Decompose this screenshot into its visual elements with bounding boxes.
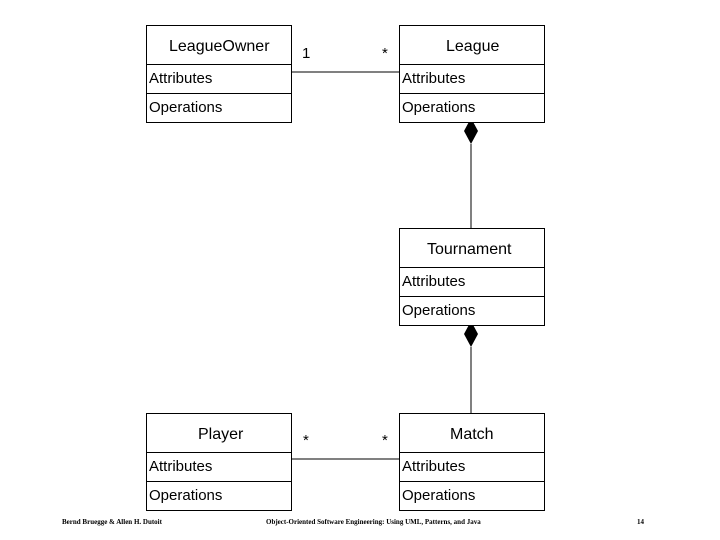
class-name: Tournament	[427, 241, 512, 258]
multiplicity-player-end: *	[303, 432, 309, 449]
composition-diamond-league	[464, 118, 478, 144]
operations-section: Operations	[402, 487, 476, 504]
class-player: Player Attributes Operations	[146, 413, 292, 511]
class-name-box: LeagueOwner	[147, 26, 291, 65]
class-name-box: Player	[147, 414, 291, 453]
class-name: League	[446, 38, 500, 55]
operations-section: Operations	[149, 487, 223, 504]
class-name-box: League	[400, 26, 544, 65]
class-name: LeagueOwner	[169, 38, 270, 55]
attributes-section: Attributes	[400, 453, 544, 482]
attributes-section: Attributes	[147, 453, 291, 482]
operations-section: Operations	[402, 302, 476, 319]
multiplicity-owner-end: 1	[302, 45, 311, 62]
multiplicity-match-end: *	[382, 432, 388, 449]
class-name-box: Tournament	[400, 229, 544, 268]
attributes-section: Attributes	[400, 268, 544, 297]
attributes-section: Attributes	[147, 65, 291, 94]
multiplicity-league-end: *	[382, 45, 388, 62]
footer-authors: Bernd Bruegge & Allen H. Dutoit	[62, 518, 162, 526]
operations-section: Operations	[149, 99, 223, 116]
footer-book-title: Object-Oriented Software Engineering: Us…	[266, 518, 481, 526]
composition-diamond-tournament	[464, 321, 478, 347]
attributes-section: Attributes	[400, 65, 544, 94]
class-league-owner: LeagueOwner Attributes Operations	[146, 25, 292, 123]
footer-page-number: 14	[637, 518, 644, 526]
class-tournament: Tournament Attributes Operations	[399, 228, 545, 326]
class-name-box: Match	[400, 414, 544, 453]
class-name: Match	[450, 426, 494, 443]
class-match: Match Attributes Operations	[399, 413, 545, 511]
class-league: League Attributes Operations	[399, 25, 545, 123]
operations-section: Operations	[402, 99, 476, 116]
class-name: Player	[198, 426, 244, 443]
